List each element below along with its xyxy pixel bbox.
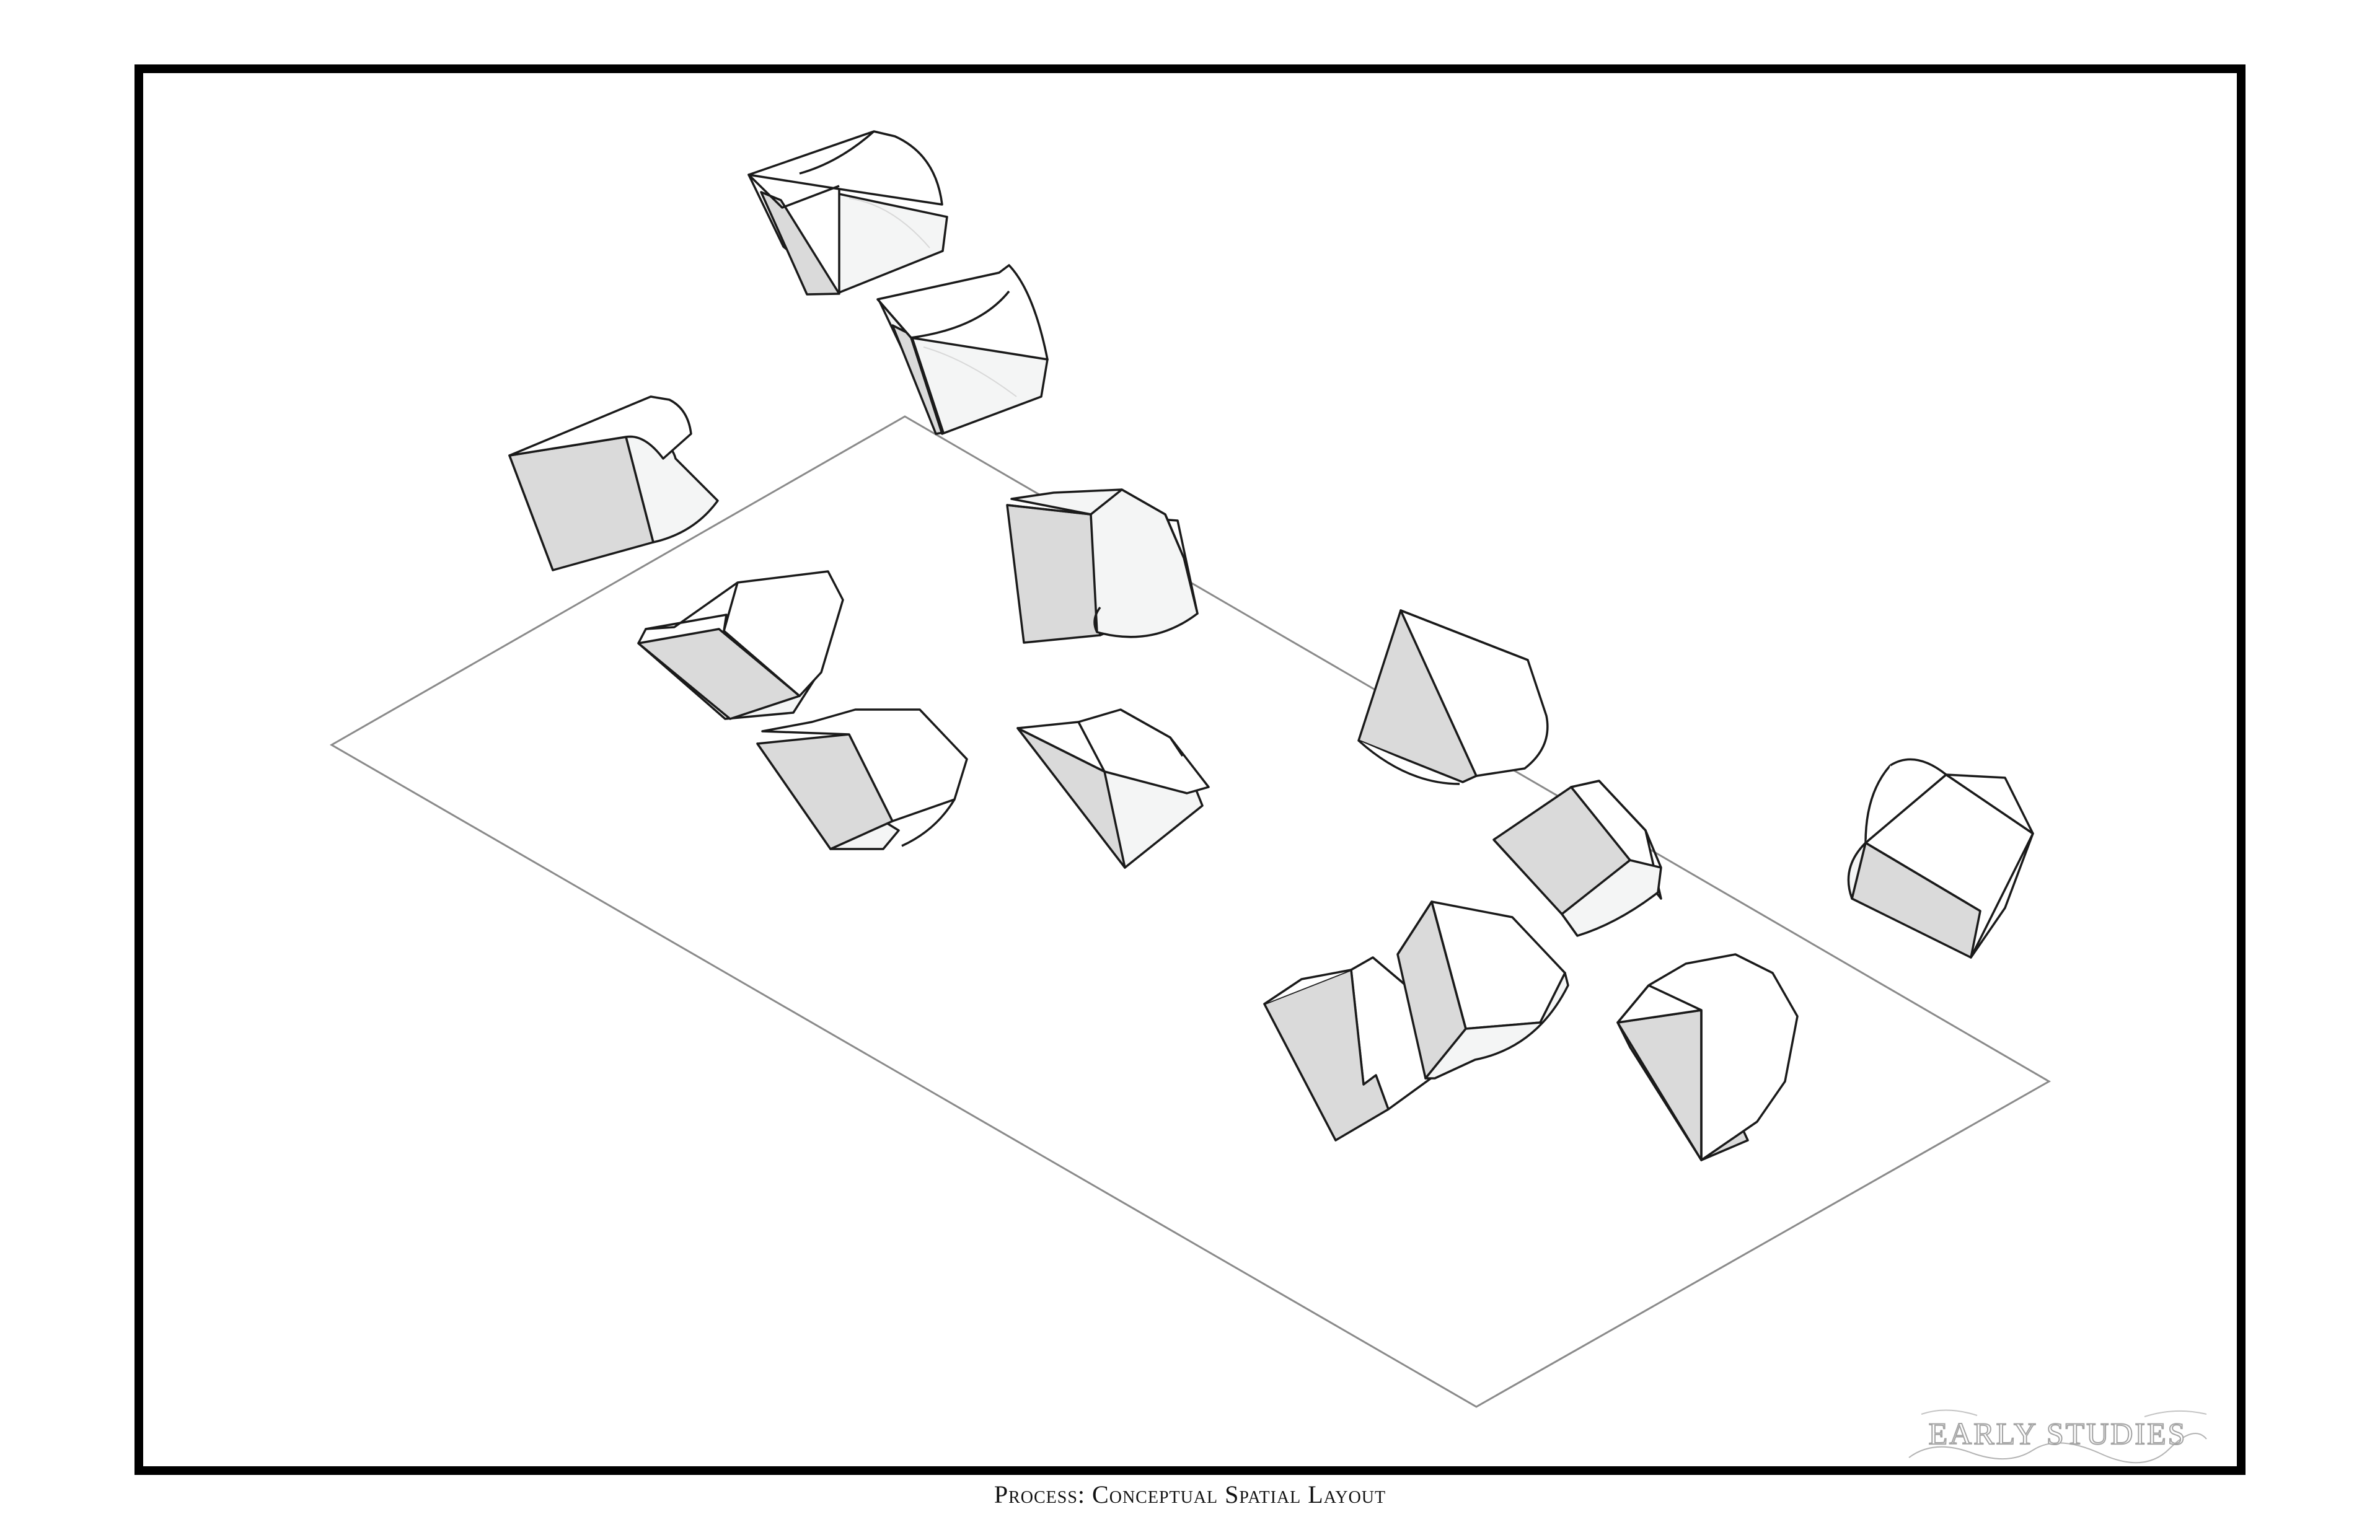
massing-block-d [637,570,844,720]
massing-block-k [1396,900,1569,1080]
massing-block-i [1492,780,1662,937]
massing-block-f [756,708,968,850]
massing-block-b [876,264,1049,435]
stamp-label: EARLY STUDIES [1928,1415,2187,1451]
early-studies-stamp: EARLY STUDIES [1897,1402,2219,1470]
massing-block-c [508,395,719,571]
flourish-ornament [1908,1409,2207,1464]
massing-block-g [1016,708,1210,869]
massing-block-e [1006,488,1199,644]
massing-block-a [747,130,948,296]
massing-block-h [1357,609,1549,785]
shading-line [923,346,1017,397]
massing-block-l [1616,953,1799,1161]
sheet-caption: Process: Conceptual Spatial Layout [994,1481,1386,1508]
site-outline [329,415,2052,1408]
massing-block-m [1847,758,2034,959]
shading-line [848,198,930,249]
